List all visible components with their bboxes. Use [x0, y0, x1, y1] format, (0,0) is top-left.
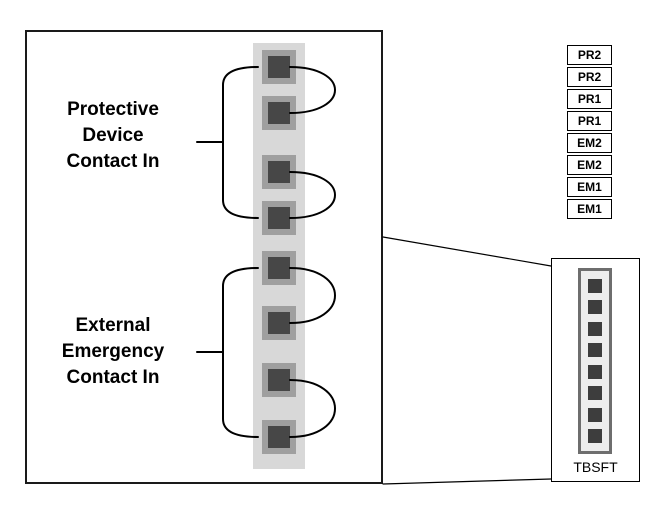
small-terminal-6	[588, 386, 602, 401]
terminal-1	[262, 50, 296, 84]
terminal-block-label: TBSFT	[573, 459, 618, 475]
terminal-block-strip	[578, 268, 612, 454]
terminal-pad	[268, 312, 290, 334]
terminal-8	[262, 420, 296, 454]
label-line: Protective	[67, 99, 159, 120]
label-line: Emergency	[61, 341, 165, 362]
label-line: Device	[82, 125, 144, 146]
terminal-pad	[268, 161, 290, 183]
group-label-protective-device: Protective Device Contact In	[27, 97, 199, 175]
terminal-pad	[268, 56, 290, 78]
terminal-4	[262, 201, 296, 235]
group-label-external-emergency: External Emergency Contact In	[27, 313, 199, 391]
small-terminal-1	[588, 278, 602, 293]
terminal-pad	[268, 257, 290, 279]
signal-label-box-em2-a: EM2	[567, 133, 612, 153]
small-terminal-8	[588, 429, 602, 444]
label-line: Contact In	[66, 151, 160, 172]
terminal-pad	[268, 426, 290, 448]
small-terminal-2	[588, 300, 602, 315]
callout-line-top	[382, 236, 552, 267]
small-terminal-5	[588, 364, 602, 379]
terminal-3	[262, 155, 296, 189]
small-terminal-4	[588, 343, 602, 358]
label-line: External	[75, 315, 151, 336]
signal-label-box-pr2-b: PR2	[567, 67, 612, 87]
terminal-7	[262, 363, 296, 397]
terminal-pad	[268, 102, 290, 124]
terminal-5	[262, 251, 296, 285]
signal-label-box-em2-b: EM2	[567, 155, 612, 175]
terminal-pad	[268, 207, 290, 229]
terminal-pad	[268, 369, 290, 391]
signal-label-box-pr1-a: PR1	[567, 89, 612, 109]
signal-label-box-pr1-b: PR1	[567, 111, 612, 131]
signal-label-box-pr2-a: PR2	[567, 45, 612, 65]
signal-label-box-em1-a: EM1	[567, 177, 612, 197]
signal-label-box-em1-b: EM1	[567, 199, 612, 219]
callout-line-bottom	[382, 478, 552, 485]
small-terminal-3	[588, 321, 602, 336]
terminal-6	[262, 306, 296, 340]
terminal-2	[262, 96, 296, 130]
small-terminal-7	[588, 407, 602, 422]
label-line: Contact In	[66, 367, 160, 388]
